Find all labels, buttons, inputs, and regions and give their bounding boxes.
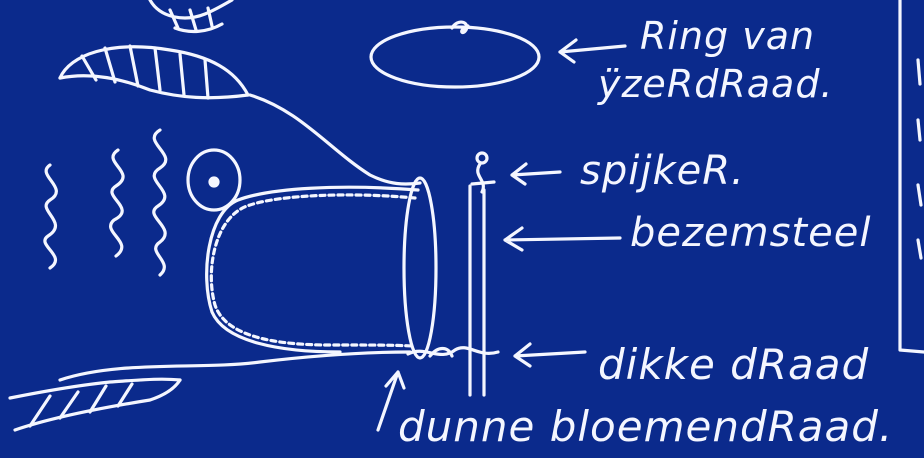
- gill-lines: [45, 165, 56, 268]
- label-ijzerdraad: ÿzeRdRaad.: [598, 62, 834, 106]
- arrow-ring: [560, 40, 625, 62]
- label-ring-van: Ring van: [640, 14, 815, 58]
- head-lower-outline: [60, 352, 410, 380]
- fish-head-sketch: [10, 46, 420, 430]
- label-dikke-draad: dikke dRaad: [598, 340, 869, 389]
- right-box-fragment: [900, 0, 924, 352]
- wire-ring-sketch: [371, 22, 539, 87]
- label-bezemsteel: bezemsteel: [630, 210, 871, 256]
- arrow-spijker: [512, 164, 560, 184]
- nail-head: [477, 153, 487, 163]
- top-fin-fragment: [150, 0, 232, 31]
- opening-ring: [404, 178, 436, 358]
- label-spijker: spijkeR.: [580, 148, 745, 194]
- head-upper-outline: [250, 95, 420, 184]
- arrow-dikke: [515, 344, 585, 366]
- label-dunne-bloemendraad: dunne bloemendRaad.: [398, 402, 893, 451]
- pelvic-fin: [10, 379, 180, 398]
- arrows: [378, 40, 625, 430]
- dorsal-fin: [60, 47, 248, 95]
- arrow-bezemsteel: [505, 228, 620, 250]
- mouth-inner: [211, 195, 415, 346]
